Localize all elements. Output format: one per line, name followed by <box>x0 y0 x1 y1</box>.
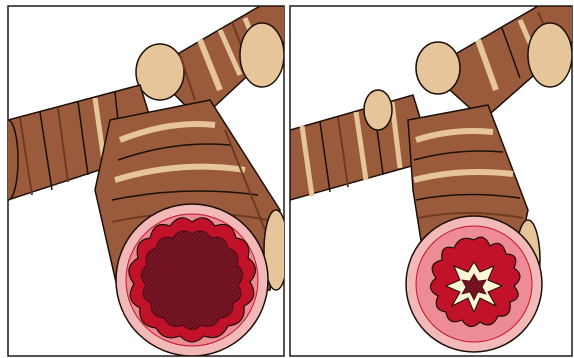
cartilage-ring <box>416 42 460 94</box>
cartilage-ring <box>240 23 284 87</box>
cartilage-ring <box>528 23 572 87</box>
airway-cross-section-constricted-icon <box>406 216 542 352</box>
normal-airway-panel <box>0 0 286 358</box>
constricted-airway-illustration <box>288 0 574 358</box>
cartilage-ring <box>136 44 184 100</box>
open-lumen <box>141 231 243 330</box>
airway-cross-section-open-icon <box>116 204 268 356</box>
constricted-airway-panel <box>288 0 574 358</box>
normal-airway-illustration <box>0 0 286 358</box>
